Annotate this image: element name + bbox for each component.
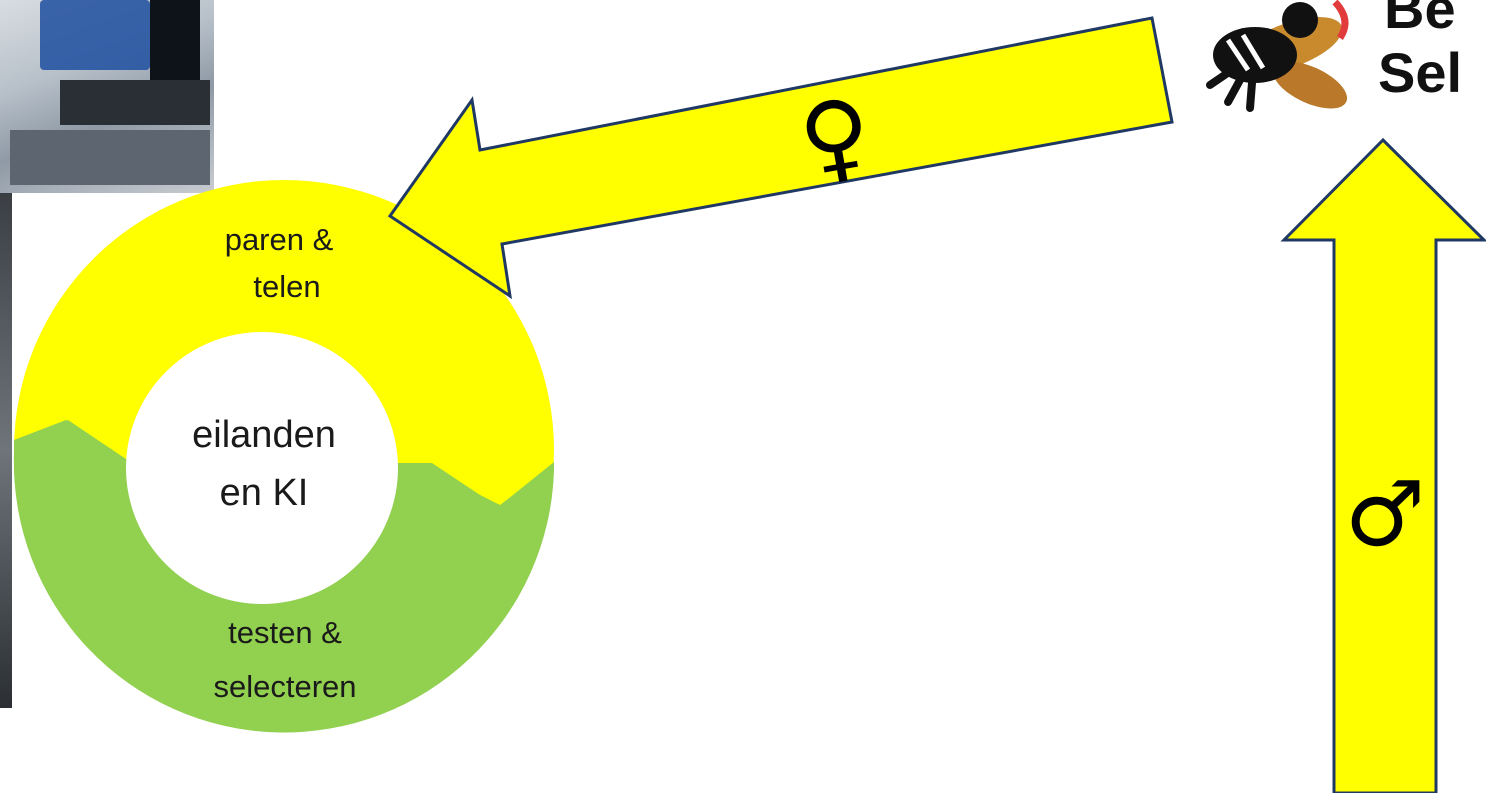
center-label-line1: eilanden — [192, 414, 336, 456]
logo-text-line1: Be — [1384, 0, 1456, 40]
top-label-line1: paren & — [225, 222, 334, 257]
photo-table — [10, 130, 210, 185]
photo-equipment-blue — [40, 0, 150, 70]
male-arrow — [1280, 137, 1486, 793]
logo-text-line2: Sel — [1378, 41, 1462, 104]
lab-photo — [0, 0, 214, 193]
female-arrow — [387, 16, 1174, 300]
side-photo-strip — [0, 193, 12, 708]
bottom-label-line1: testen & — [228, 615, 342, 650]
ring-center — [126, 332, 398, 604]
male-symbol: ♂ — [1345, 462, 1426, 567]
cycle-ring — [13, 180, 555, 733]
center-label-line2: en KI — [220, 472, 309, 514]
bee-logo — [1206, 0, 1349, 112]
top-label-line2: telen — [253, 269, 320, 304]
bottom-label-line2: selecteren — [213, 669, 356, 704]
photo-bench — [60, 80, 210, 125]
